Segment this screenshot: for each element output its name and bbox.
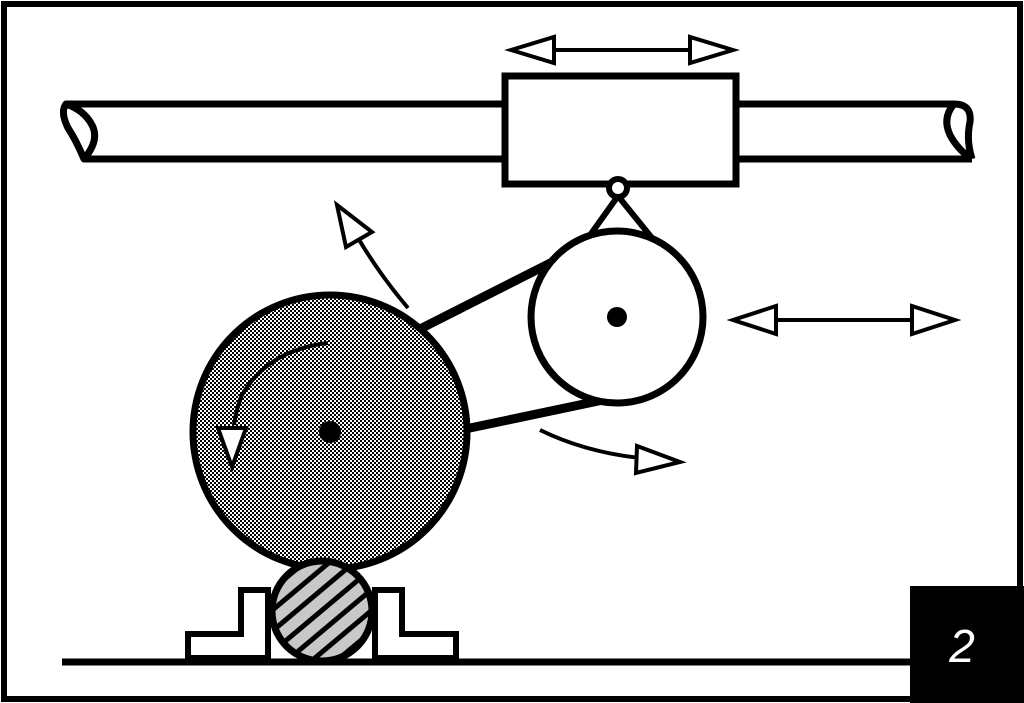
bearing-bracket	[185, 587, 459, 661]
rotation-arrow-icon	[215, 341, 329, 473]
pulley-motion-arrow-icon	[726, 303, 962, 337]
carriage-block	[501, 72, 740, 188]
support-roller	[268, 557, 376, 665]
panel-number-badge: 2	[910, 586, 1024, 703]
swing-arrow-down-icon	[539, 428, 687, 476]
idler-pulley	[527, 227, 707, 407]
panel-number: 2	[948, 620, 975, 672]
swing-arrow-up-icon	[333, 200, 410, 310]
guide-rail	[59, 100, 976, 163]
carriage-motion-arrow-icon	[504, 34, 740, 66]
